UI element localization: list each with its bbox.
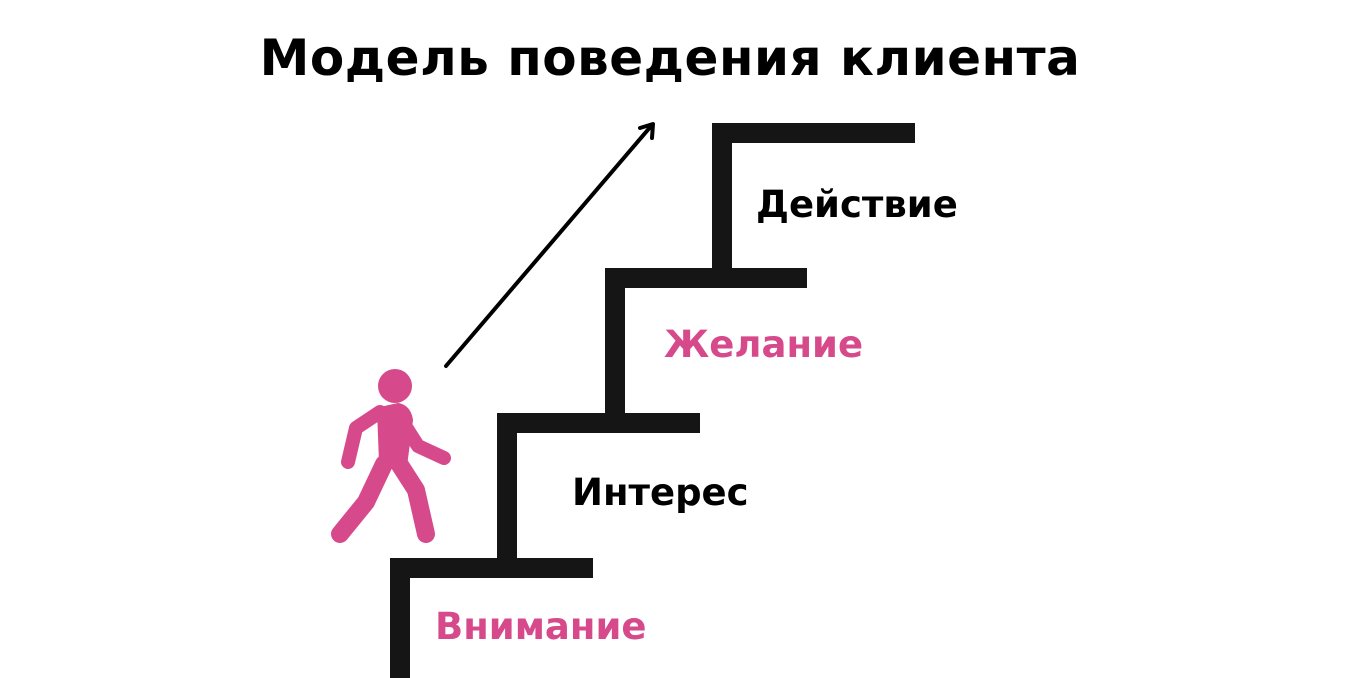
- step-3-riser: [605, 268, 625, 428]
- step-label-desire: Желание: [664, 323, 864, 366]
- step-label-attention: Внимание: [435, 605, 647, 648]
- step-4-tread: [712, 123, 915, 143]
- step-2-riser: [497, 413, 517, 573]
- diagram-title: Модель поведения клиента: [259, 29, 1081, 87]
- walking-person-icon: [331, 369, 451, 543]
- step-label-action: Действие: [756, 183, 958, 226]
- step-label-interest: Интерес: [572, 471, 749, 514]
- step-4-riser: [712, 123, 732, 283]
- step-3-tread: [605, 268, 807, 288]
- step-1-tread: [390, 558, 593, 578]
- arrow-up-right-icon: [444, 122, 655, 368]
- step-2-tread: [497, 413, 700, 433]
- step-1-riser: [390, 558, 410, 678]
